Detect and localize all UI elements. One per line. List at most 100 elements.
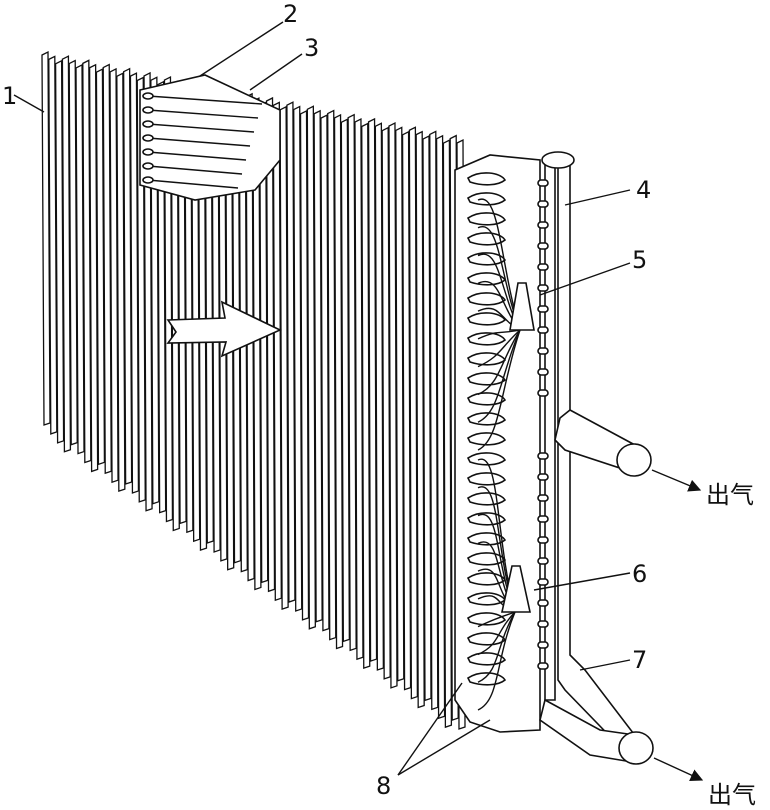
fin [333, 113, 344, 650]
label-3: 3 [304, 34, 319, 62]
header-port [537, 389, 549, 397]
header-port [537, 662, 549, 670]
fin [116, 72, 126, 492]
tube-end [142, 92, 154, 100]
fin [381, 126, 391, 680]
fin [68, 59, 78, 446]
header-port [537, 578, 549, 586]
u-bend [466, 672, 507, 686]
tube-row [147, 165, 243, 175]
u-bend [466, 392, 507, 406]
u-bend [466, 572, 507, 586]
capillary [477, 329, 521, 340]
end-plate [454, 154, 541, 733]
fin [279, 105, 289, 611]
header-port [537, 452, 549, 460]
fin [408, 126, 419, 700]
leader-lines [13, 21, 631, 776]
fin [102, 63, 112, 475]
fin [395, 126, 405, 682]
u-bend [466, 612, 507, 626]
u-bend [466, 432, 507, 446]
fin [422, 134, 432, 702]
u-bend [466, 452, 507, 466]
header-port [537, 200, 549, 208]
lower-outlet-arrow [653, 757, 704, 782]
distributor-lower [501, 565, 531, 613]
capillary [477, 329, 521, 368]
capillary [477, 329, 521, 423]
fin [293, 105, 303, 612]
outlet-label-upper: 出气 [706, 481, 754, 509]
fin [48, 55, 58, 435]
header-port [537, 494, 549, 502]
tube-row [147, 137, 251, 147]
u-bend [466, 292, 507, 306]
airflow-arrow [166, 300, 282, 358]
u-bend [466, 252, 507, 266]
header-port [537, 515, 549, 523]
fin [54, 59, 65, 444]
capillary [477, 611, 516, 656]
header-port [537, 263, 549, 271]
label-6: 6 [632, 560, 647, 588]
fin [286, 101, 296, 603]
tube-row [147, 95, 263, 105]
fin [401, 130, 412, 691]
label-7: 7 [632, 646, 647, 674]
fin [429, 130, 439, 711]
outlet-label-lower: 出气 [708, 781, 756, 809]
fin [122, 67, 133, 485]
fin [41, 50, 51, 426]
u-bend [466, 172, 507, 186]
tube-end [142, 120, 154, 128]
fin [415, 130, 425, 709]
fin [82, 59, 92, 464]
fin [327, 109, 337, 641]
tube-row [147, 179, 239, 189]
tube-row [147, 123, 255, 133]
fin [388, 122, 398, 689]
header-port [537, 284, 549, 292]
distributor-upper [509, 282, 535, 331]
u-bend [466, 332, 507, 346]
capillary [477, 329, 521, 396]
capillary [477, 329, 521, 451]
tube-end [142, 148, 154, 156]
u-bend [466, 312, 507, 326]
header-port [537, 620, 549, 628]
u-bend [466, 472, 507, 486]
header-port [537, 536, 549, 544]
upper-outlet-pipe [554, 409, 652, 477]
fin [367, 117, 378, 662]
label-2: 2 [283, 0, 298, 28]
fin [95, 68, 106, 466]
label-4: 4 [636, 176, 651, 204]
tube-end [142, 134, 154, 142]
capillary [477, 611, 516, 683]
tube-row [147, 109, 259, 119]
u-bend [466, 592, 507, 606]
outlet-header [537, 151, 642, 757]
header-port [537, 368, 549, 376]
fin [442, 139, 453, 729]
tube-end [142, 176, 154, 184]
capillary [477, 611, 516, 711]
u-bend [466, 212, 507, 226]
fin [340, 118, 350, 643]
header-port [537, 242, 549, 250]
header-port [537, 599, 549, 607]
capillary [477, 611, 516, 628]
fin [374, 122, 385, 671]
fin [320, 114, 330, 632]
fin [272, 101, 282, 602]
u-bend [466, 372, 507, 386]
fin [299, 109, 310, 621]
fin [435, 134, 446, 720]
u-bend [466, 192, 507, 206]
cutaway-window [139, 74, 281, 201]
header-port [537, 347, 549, 355]
fin [306, 105, 316, 630]
header-port [537, 641, 549, 649]
